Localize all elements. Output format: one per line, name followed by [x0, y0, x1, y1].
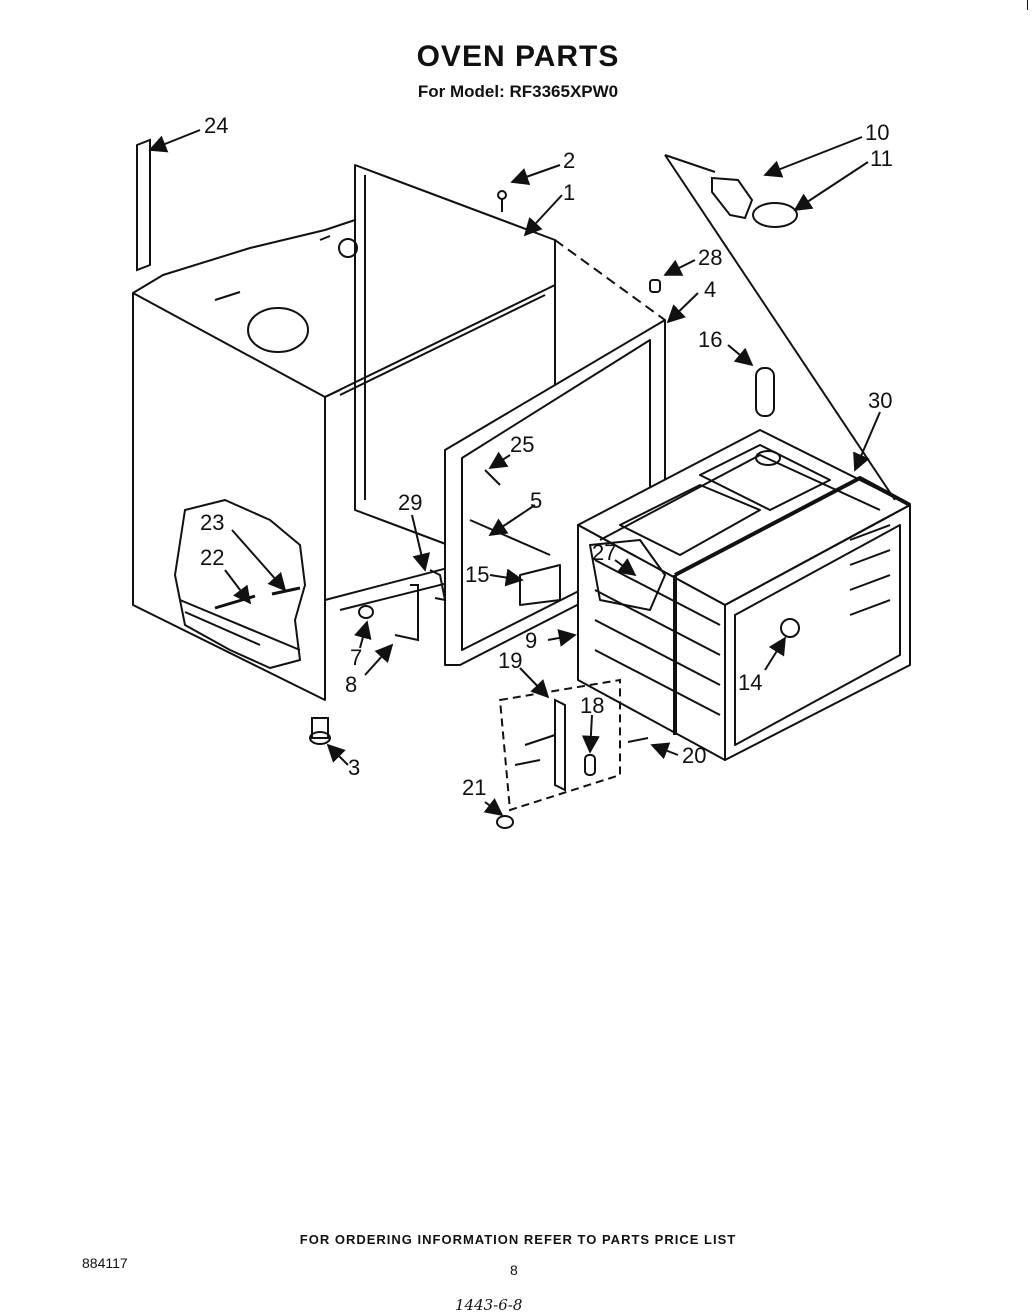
callout-18: 18	[580, 693, 604, 718]
document-code: 884117	[82, 1255, 128, 1271]
callout-22: 22	[200, 545, 224, 570]
page-number: 8	[510, 1262, 518, 1278]
callout-23: 23	[200, 510, 224, 535]
callout-25: 25	[510, 432, 534, 457]
callout-21: 21	[462, 775, 486, 800]
small-parts	[136, 138, 798, 829]
callout-4: 4	[704, 277, 716, 302]
callout-labels: 24 2 1 10 11 28 4 16 30 25 5 29 23 22 15…	[200, 113, 893, 800]
callout-3: 3	[348, 755, 360, 780]
callout-30: 30	[868, 388, 892, 413]
callout-15: 15	[465, 562, 489, 587]
model-subtitle: For Model: RF3365XPW0	[417, 82, 619, 101]
callout-10: 10	[865, 120, 889, 145]
callout-16: 16	[698, 327, 722, 352]
ordering-note: FOR ORDERING INFORMATION REFER TO PARTS …	[299, 1232, 737, 1247]
callout-2: 2	[563, 148, 575, 173]
callout-7: 7	[350, 645, 362, 670]
handwritten-note: 1443-6-8	[455, 1296, 523, 1314]
oven-cavity	[577, 429, 911, 761]
callout-20: 20	[682, 743, 706, 768]
callout-24: 24	[204, 113, 228, 138]
callout-29: 29	[398, 490, 422, 515]
callout-11: 11	[870, 146, 893, 171]
callout-1: 1	[563, 180, 575, 205]
callout-8: 8	[345, 672, 357, 697]
page-title: OVEN PARTS	[416, 40, 620, 73]
callout-9: 9	[525, 628, 537, 653]
callout-5: 5	[530, 488, 542, 513]
callout-28: 28	[698, 245, 722, 270]
leader-lines	[148, 129, 896, 817]
corner-mark	[1027, 0, 1028, 10]
callout-14: 14	[738, 670, 762, 695]
callout-19: 19	[498, 648, 522, 673]
callout-27: 27	[592, 540, 616, 565]
